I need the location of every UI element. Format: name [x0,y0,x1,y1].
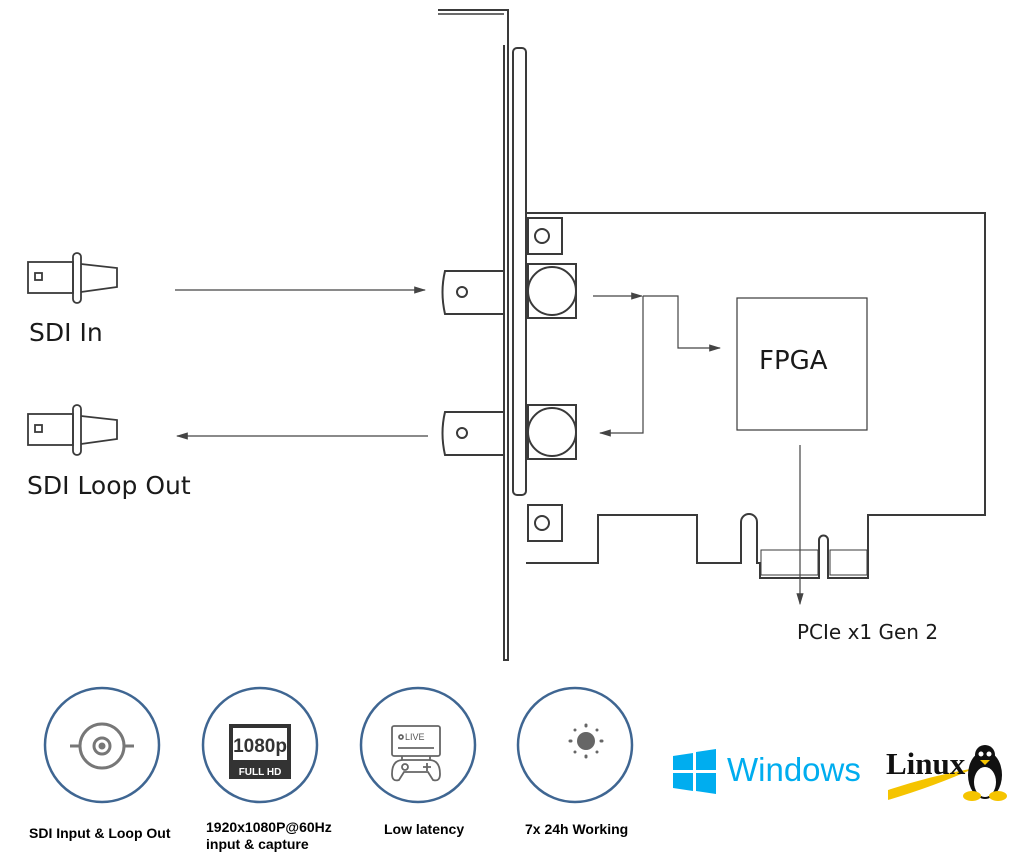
pcie-label: PCIe x1 Gen 2 [797,620,939,644]
bnc-port-in [441,263,577,319]
fpga-box [736,297,868,431]
feature-circle-24h [516,686,634,804]
arrow-junction-to-fpga [643,295,722,352]
svg-text:1080p: 1080p [233,736,287,757]
windows-text: Windows [727,751,861,788]
svg-text:FULL HD: FULL HD [239,767,282,778]
feature-label-1080p-line1: 1920x1080P@60Hz [206,819,332,835]
sdi-in-cable-icon [27,252,118,304]
sdi-loop-out-label: SDI Loop Out [27,471,191,500]
svg-text:LIVE: LIVE [405,732,425,742]
feature-label-latency: Low latency [384,821,465,837]
feature-circle-latency [359,686,477,804]
bnc-connector-icon [70,722,134,770]
feature-circle-1080p [201,686,319,804]
feature-circle-sdi [43,686,161,804]
pcb-outline [526,212,986,579]
feature-label-24h: 7x 24h Working [525,821,629,837]
full-hd-icon: 1080p FULL HD [229,724,291,779]
bnc-port-loop-out [441,404,577,460]
bracket [438,9,509,661]
live-gamepad-icon [391,725,441,782]
bracket-plate [512,47,527,496]
linux-logo [888,745,1007,801]
sdi-in-label: SDI In [29,318,103,347]
linux-text: Linux [886,746,966,781]
arrow-junction-to-loop [598,296,644,437]
mount-hole-bottom [527,504,563,542]
feature-label-sdi: SDI Input & Loop Out [29,825,171,841]
feature-label-1080p-line2: input & capture [206,836,309,852]
fpga-label: FPGA [759,346,828,376]
windows-logo [673,749,716,794]
pcie-fingers [760,549,868,576]
sdi-loop-out-cable-icon [27,404,118,456]
feature-label-1080p: 1920x1080P@60Hz input & capture [206,819,332,853]
moon-sun-icon [548,714,610,778]
mount-hole-top [527,217,563,255]
